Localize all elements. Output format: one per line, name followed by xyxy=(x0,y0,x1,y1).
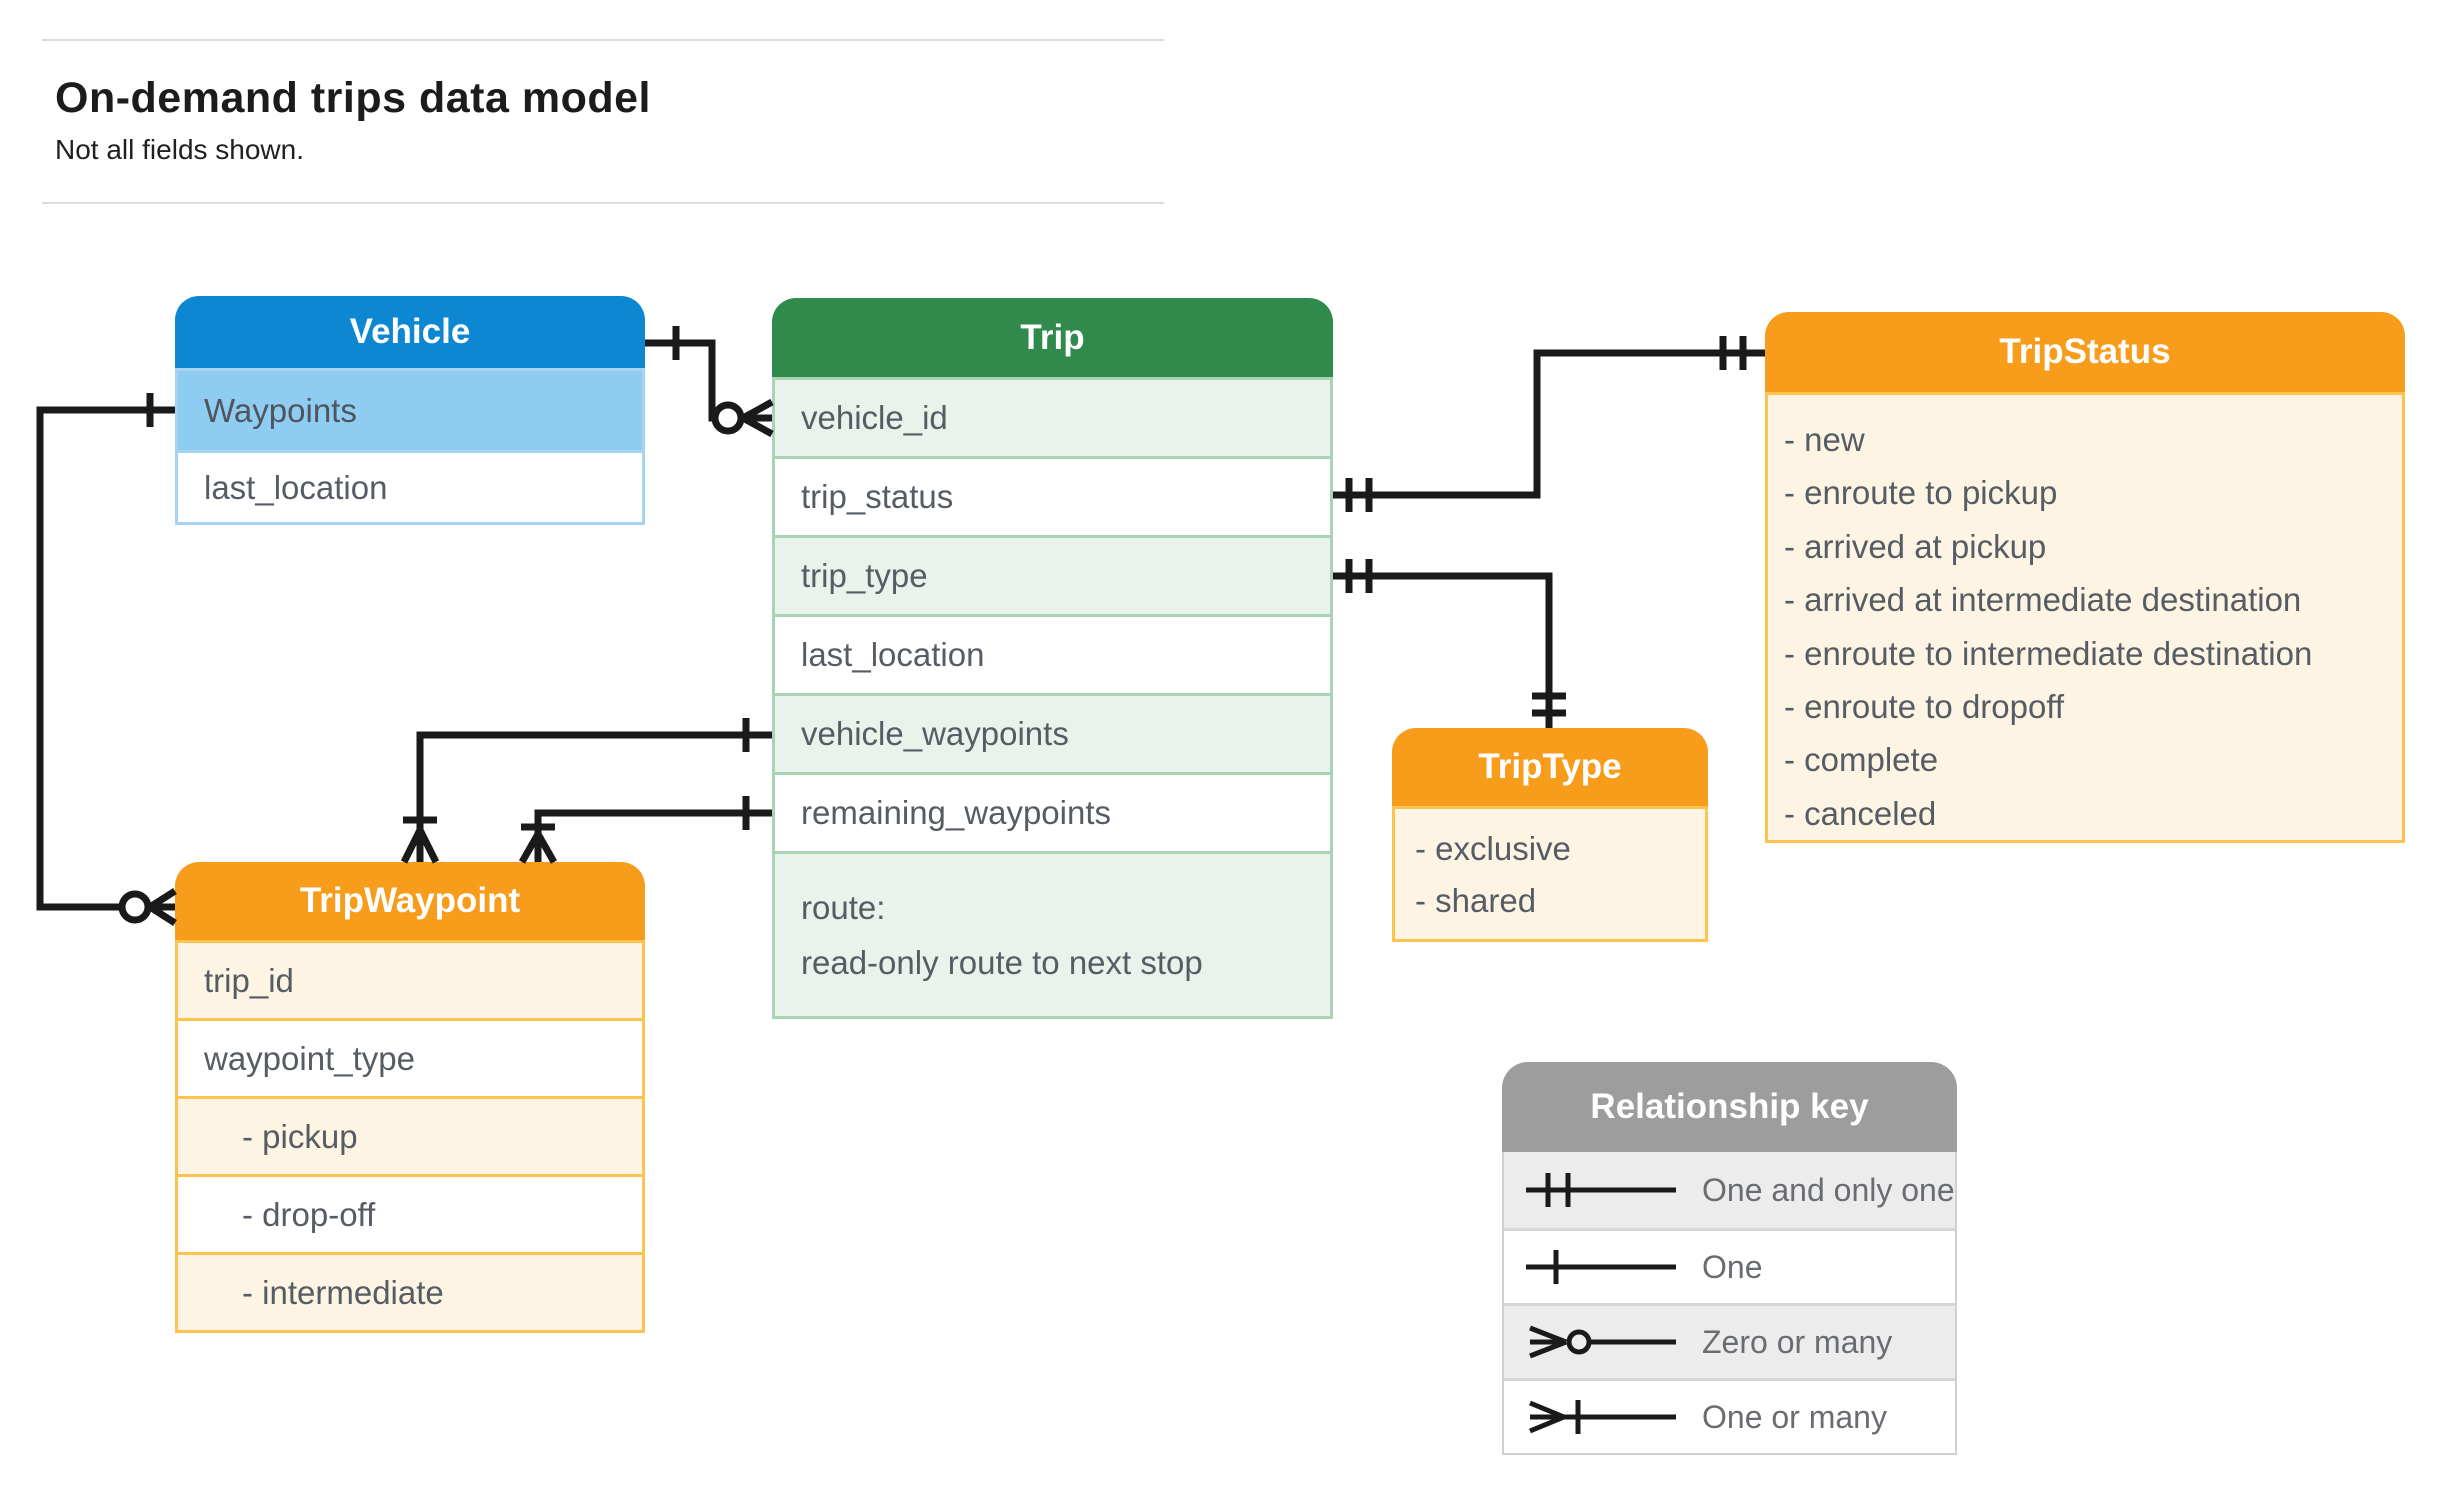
one-or-many-icon xyxy=(1529,1400,1676,1434)
tripstatus-value: - new xyxy=(1784,421,1865,458)
legend-row-one: One xyxy=(1504,1228,1955,1303)
waypoint-type-intermediate: - intermediate xyxy=(178,1252,642,1330)
field-trip-last-location: last_location xyxy=(775,614,1330,693)
route-label: route: xyxy=(801,889,886,926)
entity-tripstatus-title: TripStatus xyxy=(1765,312,2405,392)
entity-tripwaypoint-body: trip_id waypoint_type - pickup - drop-of… xyxy=(175,940,645,1333)
entity-trip-title: Trip xyxy=(772,298,1333,377)
relationship-key-body: One and only one One Zero or many xyxy=(1502,1152,1957,1455)
legend-row-one-or-many: One or many xyxy=(1504,1378,1955,1453)
waypoint-type-dropoff: - drop-off xyxy=(178,1174,642,1252)
field-trip-type: trip_type xyxy=(775,535,1330,614)
connector-trip-type-to-triptype xyxy=(1333,559,1566,728)
entity-trip-body: vehicle_id trip_status trip_type last_lo… xyxy=(772,377,1333,1019)
one-icon xyxy=(1526,1250,1676,1284)
legend-row-one-and-only-one: One and only one xyxy=(1504,1152,1955,1228)
zero-or-many-icon xyxy=(1529,1325,1676,1359)
tripstatus-value: - canceled xyxy=(1784,794,1937,832)
entity-triptype: TripType - exclusive - shared xyxy=(1392,728,1708,942)
field-trip-status: trip_status xyxy=(775,456,1330,535)
connector-trip-status-to-tripstatus xyxy=(1333,336,1765,512)
connector-vehicle-waypoints-to-tripwaypoint xyxy=(36,393,177,926)
field-tripwaypoint-waypoint-type: waypoint_type xyxy=(178,1018,642,1096)
entity-trip: Trip vehicle_id trip_status trip_type la… xyxy=(772,298,1333,1019)
entity-vehicle-body: Waypoints last_location xyxy=(175,368,645,525)
crow-foot-icon xyxy=(400,828,440,864)
field-trip-route: route: read-only route to next stop xyxy=(775,851,1330,1016)
route-description: read-only route to next stop xyxy=(801,944,1203,981)
relationship-key: Relationship key One and only one One xyxy=(1502,1062,1957,1455)
one-and-only-one-icon xyxy=(1526,1173,1676,1207)
triptype-value: - shared xyxy=(1415,882,1537,919)
crow-foot-icon xyxy=(148,888,177,926)
bottom-divider xyxy=(42,202,1164,204)
waypoint-type-pickup: - pickup xyxy=(178,1096,642,1174)
crow-foot-icon xyxy=(518,832,558,864)
field-trip-vehicle-id: vehicle_id xyxy=(775,380,1330,456)
tripstatus-value: - complete xyxy=(1784,741,1939,779)
connector-vehicle-to-trip xyxy=(645,326,774,438)
field-trip-remaining-waypoints: remaining_waypoints xyxy=(775,772,1330,851)
entity-triptype-body: - exclusive - shared xyxy=(1392,806,1708,942)
entity-tripstatus: TripStatus - new - enroute to pickup - a… xyxy=(1765,312,2405,843)
entity-tripwaypoint-title: TripWaypoint xyxy=(175,862,645,940)
triptype-value: - exclusive xyxy=(1415,830,1571,867)
tripstatus-value: - enroute to pickup xyxy=(1784,474,2058,512)
page-title: On-demand trips data model xyxy=(55,74,651,122)
field-tripwaypoint-trip-id: trip_id xyxy=(178,943,642,1018)
legend-label: One or many xyxy=(1702,1398,1887,1435)
relationship-key-title: Relationship key xyxy=(1502,1062,1957,1152)
field-vehicle-waypoints: Waypoints xyxy=(178,371,642,450)
entity-vehicle: Vehicle Waypoints last_location xyxy=(175,296,645,525)
zero-circle-icon xyxy=(118,890,152,924)
entity-triptype-title: TripType xyxy=(1392,728,1708,806)
connector-remaining-waypoints-to-tripwaypoint xyxy=(518,796,772,864)
entity-vehicle-title: Vehicle xyxy=(175,296,645,368)
page-subtitle: Not all fields shown. xyxy=(55,134,305,165)
field-trip-vehicle-waypoints: vehicle_waypoints xyxy=(775,693,1330,772)
top-divider xyxy=(42,39,1164,41)
entity-tripstatus-body: - new - enroute to pickup - arrived at p… xyxy=(1765,392,2405,843)
legend-label: One and only one xyxy=(1702,1171,1955,1208)
tripstatus-value: - enroute to intermediate destination xyxy=(1784,634,2313,672)
connector-vehicle-waypoints-field-to-tripwaypoint xyxy=(400,718,772,864)
entity-tripwaypoint: TripWaypoint trip_id waypoint_type - pic… xyxy=(175,862,645,1333)
field-vehicle-last-location: last_location xyxy=(178,450,642,522)
tripstatus-value: - arrived at intermediate destination xyxy=(1784,581,2302,619)
zero-circle-icon xyxy=(711,401,745,435)
tripstatus-value: - arrived at pickup xyxy=(1784,527,2047,565)
legend-label: Zero or many xyxy=(1702,1323,1893,1360)
legend-row-zero-or-many: Zero or many xyxy=(1504,1303,1955,1378)
tripstatus-value: - enroute to dropoff xyxy=(1784,688,2065,726)
crow-foot-icon xyxy=(741,398,774,438)
legend-label: One xyxy=(1702,1248,1763,1285)
